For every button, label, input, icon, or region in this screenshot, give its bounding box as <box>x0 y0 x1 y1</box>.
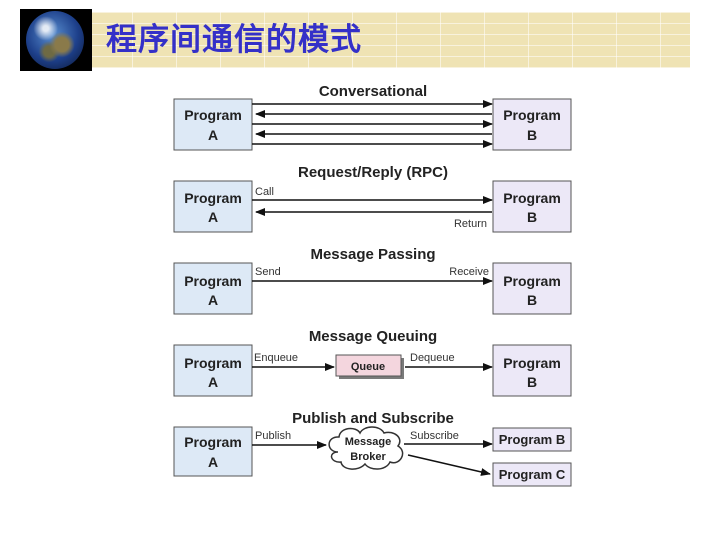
program-b-box: Program B <box>492 180 572 233</box>
call-label: Call <box>255 186 274 198</box>
section-message-queuing: Message Queuing Program A Program B Enqu… <box>173 328 572 397</box>
message-broker-cloud: Message Broker <box>328 426 404 470</box>
box-label: Program C <box>499 467 566 482</box>
section-publish-subscribe: Publish and Subscribe Program A Publish … <box>173 410 572 487</box>
box-label: Program <box>503 355 561 371</box>
program-b-box: Program B <box>492 344 572 397</box>
section-title: Publish and Subscribe <box>292 410 454 427</box>
box-label: Program <box>503 107 561 123</box>
program-a-box: Program A <box>173 98 253 151</box>
box-label: B <box>527 209 537 225</box>
program-a-box: Program A <box>173 262 253 315</box>
send-label: Send <box>255 266 281 278</box>
header-bar <box>88 12 690 68</box>
publish-label: Publish <box>255 430 291 442</box>
program-b-box: Program B <box>492 98 572 151</box>
queue-node: Queue <box>335 354 404 379</box>
box-label: Program B <box>499 432 565 447</box>
broker-label: Message <box>345 436 391 448</box>
box-label: A <box>208 374 218 390</box>
enqueue-label: Enqueue <box>254 352 298 364</box>
section-title: Conversational <box>319 83 427 100</box>
section-conversational: Conversational Program A Program B <box>173 83 572 151</box>
box-label: Program <box>503 190 561 206</box>
globe-icon <box>26 11 84 69</box>
dequeue-label: Dequeue <box>410 352 455 364</box>
box-label: B <box>527 292 537 308</box>
program-a-box: Program A <box>173 426 253 477</box>
queue-label: Queue <box>351 361 385 373</box>
box-label: A <box>208 454 218 470</box>
logo <box>20 9 92 71</box>
subscribe-arrow <box>407 454 491 476</box>
program-a-box: Program A <box>173 180 253 233</box>
section-rpc: Request/Reply (RPC) Program A Program B … <box>173 164 572 233</box>
broker-label: Broker <box>350 451 386 463</box>
section-title: Request/Reply (RPC) <box>298 164 448 181</box>
subscribe-label: Subscribe <box>410 430 459 442</box>
section-title: Message Queuing <box>309 328 437 345</box>
box-label: Program <box>184 107 242 123</box>
return-label: Return <box>454 218 487 230</box>
section-message-passing: Message Passing Program A Program B Send… <box>173 246 572 315</box>
box-label: A <box>208 292 218 308</box>
box-label: Program <box>184 190 242 206</box>
program-a-box: Program A <box>173 344 253 397</box>
program-c-small-box: Program C <box>492 462 572 487</box>
box-label: Program <box>184 434 242 450</box>
page-title: 程序间通信的模式 <box>106 22 362 58</box>
box-label: B <box>527 374 537 390</box>
program-b-box: Program B <box>492 262 572 315</box>
box-label: Program <box>503 273 561 289</box>
program-b-small-box: Program B <box>492 427 572 452</box>
receive-label: Receive <box>449 266 489 278</box>
box-label: Program <box>184 273 242 289</box>
box-label: Program <box>184 355 242 371</box>
box-label: B <box>527 127 537 143</box>
section-title: Message Passing <box>310 246 435 263</box>
box-label: A <box>208 209 218 225</box>
box-label: A <box>208 127 218 143</box>
